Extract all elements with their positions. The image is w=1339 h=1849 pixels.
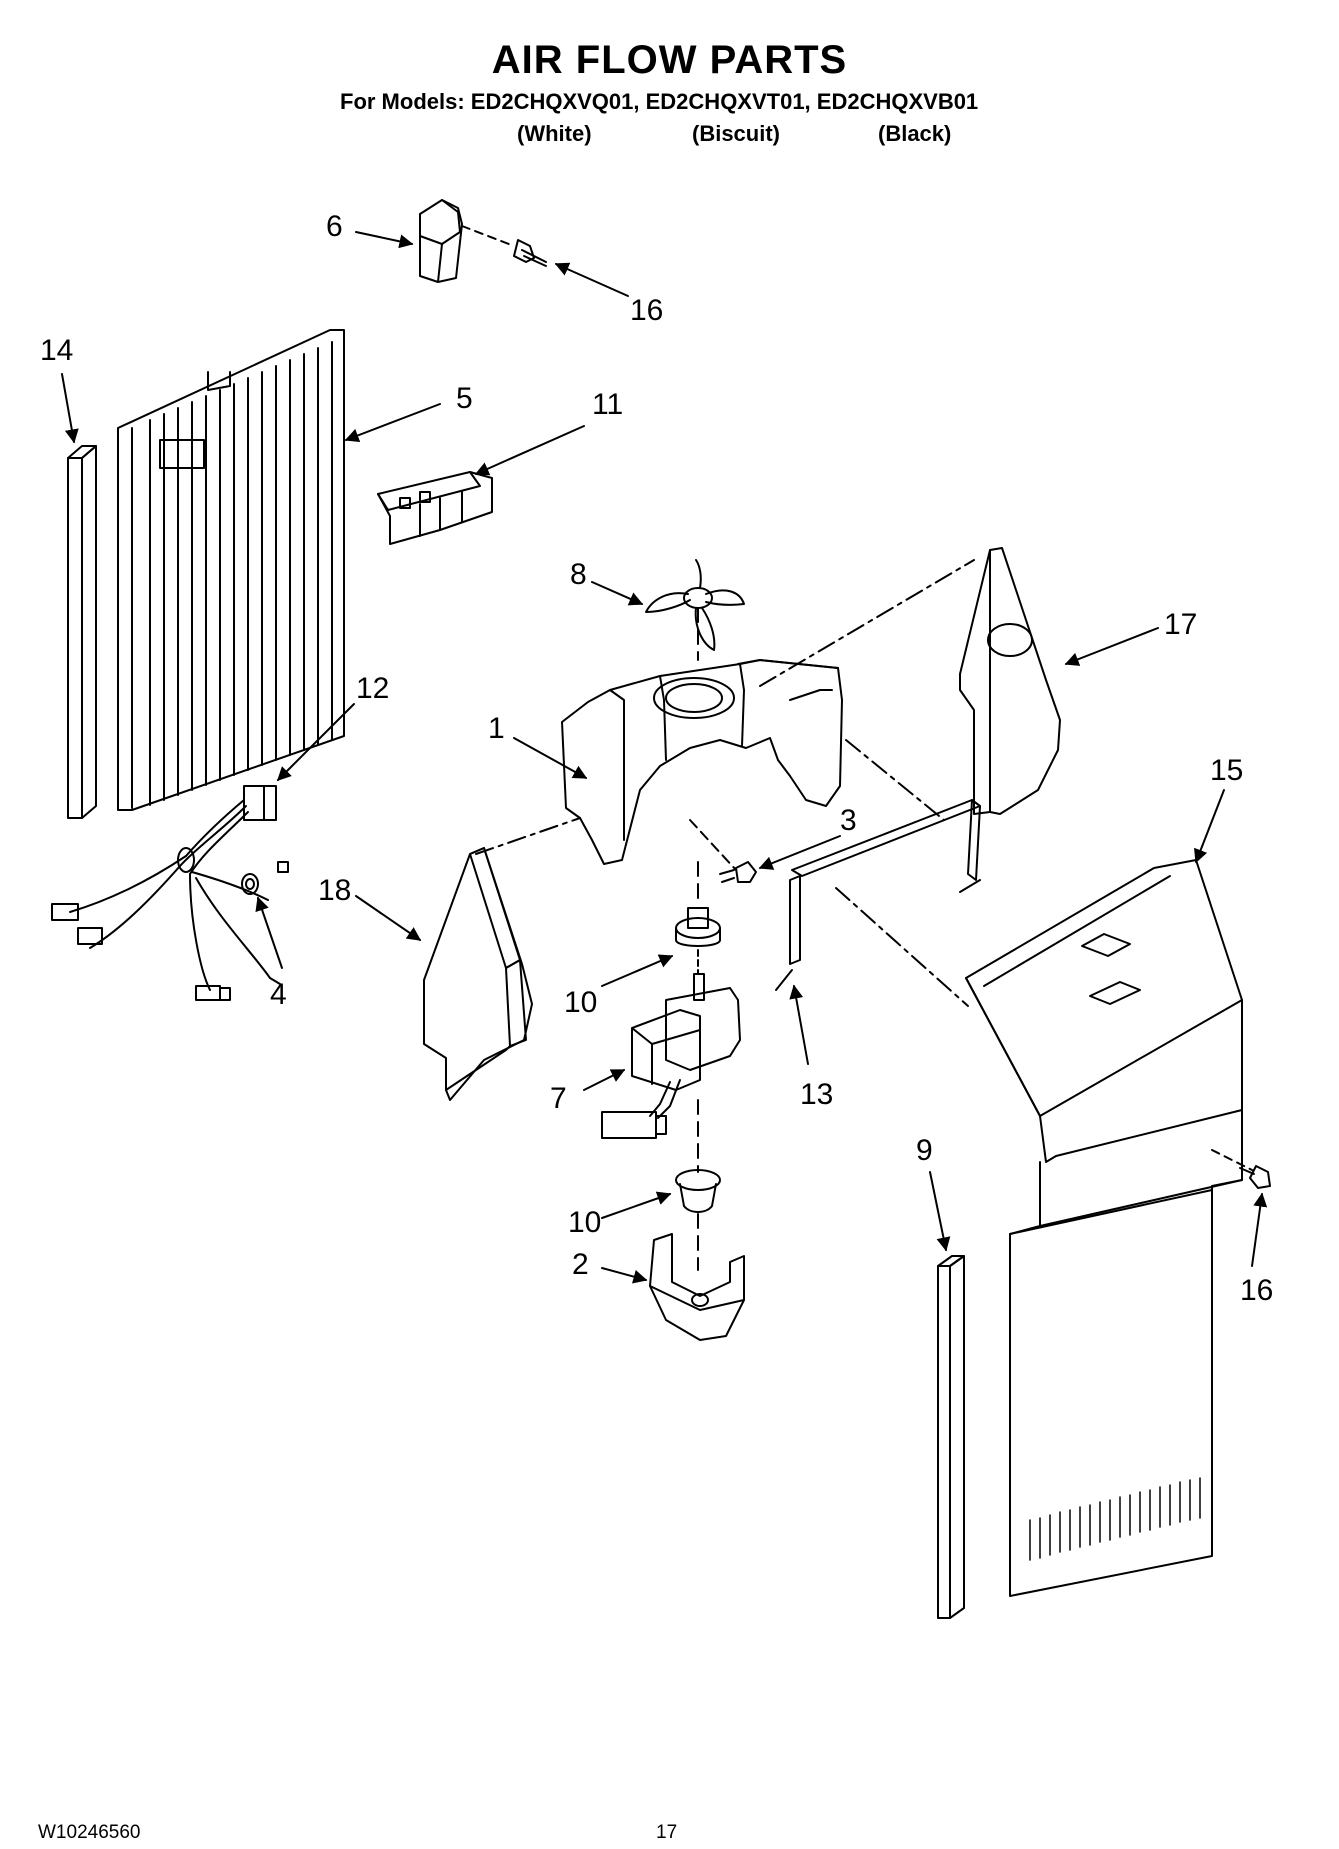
leader-15 (1194, 789, 1225, 864)
part-14-seal-strip (67, 445, 97, 819)
part-7-fan-motor (601, 949, 741, 1173)
leader-2 (601, 1267, 648, 1284)
page-title: AIR FLOW PARTS (491, 38, 848, 82)
part-18-side-panel (423, 817, 581, 1101)
leader-10-upper (601, 954, 674, 987)
callout-1: 1 (488, 712, 505, 745)
callout-4: 4 (270, 978, 287, 1011)
part-2-motor-bracket (649, 1233, 745, 1341)
part-9-seal-strip (937, 1255, 965, 1619)
leader-16-right (1251, 1192, 1268, 1267)
part-16-screw-right (1211, 1149, 1271, 1189)
part-4-grommet (241, 873, 259, 895)
variant-black: (Black) (878, 121, 952, 146)
part-5-air-duct-panel (117, 329, 345, 811)
callout-2: 2 (572, 1248, 589, 1281)
part-8-fan-blade (645, 559, 745, 661)
leader-11 (474, 425, 585, 476)
callout-11: 11 (592, 388, 623, 421)
callout-15: 15 (1210, 754, 1243, 787)
leader-4 (255, 896, 283, 969)
leader-14 (61, 373, 79, 444)
models-line: For Models: ED2CHQXVQ01, ED2CHQXVT01, ED… (340, 89, 979, 114)
leader-6 (355, 231, 414, 249)
part-16-screw-top (461, 225, 547, 267)
leader-8 (591, 581, 644, 606)
part-11-bracket (377, 471, 493, 545)
variant-white: (White) (517, 121, 592, 146)
part-17-side-baffle (759, 547, 1061, 815)
callout-3: 3 (840, 804, 857, 837)
leader-1 (513, 737, 588, 779)
leader-16-top (554, 262, 629, 297)
leader-9 (929, 1171, 951, 1252)
callout-8: 8 (570, 558, 587, 591)
callout-18: 18 (318, 874, 351, 907)
page-number: 17 (656, 1822, 678, 1843)
callout-17: 17 (1164, 608, 1197, 641)
variant-biscuit: (Biscuit) (692, 121, 780, 146)
part-13-trim-strip (775, 739, 981, 991)
part-15-air-cover (835, 859, 1243, 1597)
callout-9: 9 (916, 1134, 933, 1167)
part-15-vent-grille (1029, 1477, 1201, 1561)
callout-16-top: 16 (630, 294, 663, 327)
callout-13: 13 (800, 1078, 833, 1111)
part-10-bushing-upper (675, 861, 721, 947)
leader-arrows (61, 231, 1268, 1284)
leader-13 (789, 984, 809, 1065)
part-10-bushing-lower (675, 1169, 721, 1271)
callout-5: 5 (456, 382, 473, 415)
part-1-fan-shroud (561, 659, 843, 865)
leader-17 (1064, 627, 1159, 666)
leader-12 (277, 703, 355, 781)
callout-labels: 6 16 14 5 11 8 17 12 1 15 3 18 4 10 13 7… (40, 210, 1273, 1307)
callout-14: 14 (40, 334, 73, 367)
callout-10-lower: 10 (568, 1206, 601, 1239)
callout-12: 12 (356, 672, 389, 705)
leader-10-lower (601, 1191, 672, 1219)
leader-7 (583, 1069, 626, 1091)
part-6-cap (419, 199, 463, 283)
leader-18 (355, 895, 422, 941)
callout-10-upper: 10 (564, 986, 597, 1019)
callout-6: 6 (326, 210, 343, 243)
callout-7: 7 (550, 1082, 567, 1115)
leader-3 (758, 835, 841, 870)
part-3-screw (689, 819, 757, 883)
doc-number: W10246560 (38, 1822, 141, 1843)
leader-5 (344, 403, 441, 443)
callout-16-right: 16 (1240, 1274, 1273, 1307)
